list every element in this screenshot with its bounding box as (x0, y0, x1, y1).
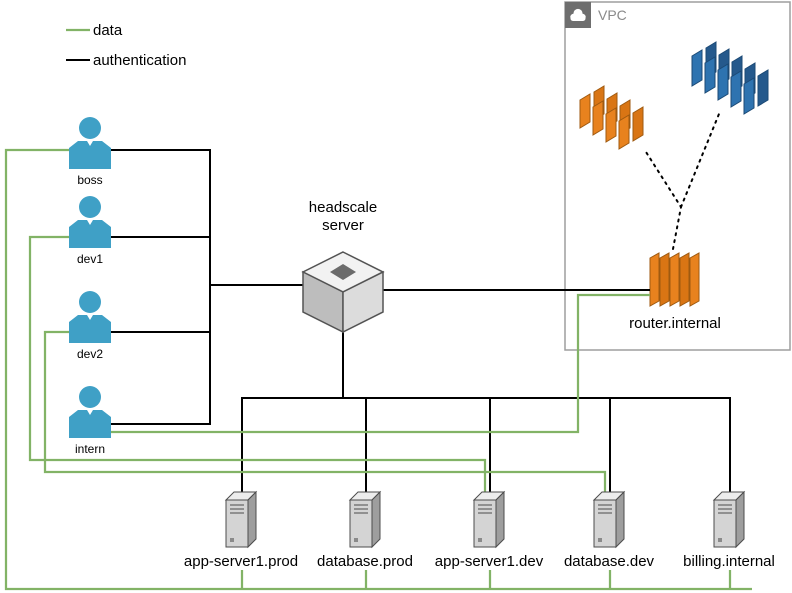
server-billing-internal-icon: billing.internal (683, 490, 775, 570)
vpc-border (564, 1, 791, 351)
user-dev1-label: dev1 (77, 252, 103, 266)
cube-top-mark (330, 264, 356, 280)
vpc-container: VPC (564, 1, 791, 351)
dotted-link-router-to-blue-stack (680, 113, 720, 208)
user-boss-icon: boss (69, 117, 111, 187)
server-app-server1-prod-icon: app-server1.prod (184, 490, 298, 570)
headscale-label-line1: headscale (309, 199, 377, 216)
user-dev1-icon: dev1 (69, 196, 111, 266)
instance-stack-blue-icon (691, 41, 769, 115)
server-app-server1-prod-label: app-server1.prod (184, 553, 298, 570)
headscale-server-icon (301, 251, 385, 334)
legend: data authentication (66, 22, 186, 69)
server-database-dev-label: database.dev (564, 553, 655, 570)
user-intern-label: intern (75, 442, 105, 456)
instance-stack-orange-icon (579, 85, 644, 150)
server-app-server1-dev-label: app-server1.dev (435, 553, 544, 570)
data-edge-boss-to-servers (4, 148, 752, 591)
user-intern-icon: intern (69, 386, 111, 456)
server-database-dev-icon: database.dev (564, 490, 655, 570)
user-boss-label: boss (77, 173, 102, 187)
router-internal-icon (649, 252, 700, 307)
server-app-server1-dev-icon: app-server1.dev (435, 490, 544, 570)
dotted-link-router-to-orange-stack (645, 151, 683, 250)
data-edge-intern-to-router (111, 293, 650, 434)
vpc-label: VPC (598, 7, 627, 23)
legend-data-label: data (93, 22, 123, 39)
router-internal-label: router.internal (629, 315, 721, 332)
server-database-prod-icon: database.prod (317, 490, 413, 570)
legend-auth-label: authentication (93, 52, 186, 69)
data-edge-dev2 (43, 330, 607, 493)
server-database-prod-label: database.prod (317, 553, 413, 570)
server-billing-internal-label: billing.internal (683, 553, 775, 570)
headscale-label-line2: server (322, 217, 364, 234)
cloud-icon (570, 8, 586, 21)
user-dev2-label: dev2 (77, 347, 103, 361)
user-dev2-icon: dev2 (69, 291, 111, 361)
